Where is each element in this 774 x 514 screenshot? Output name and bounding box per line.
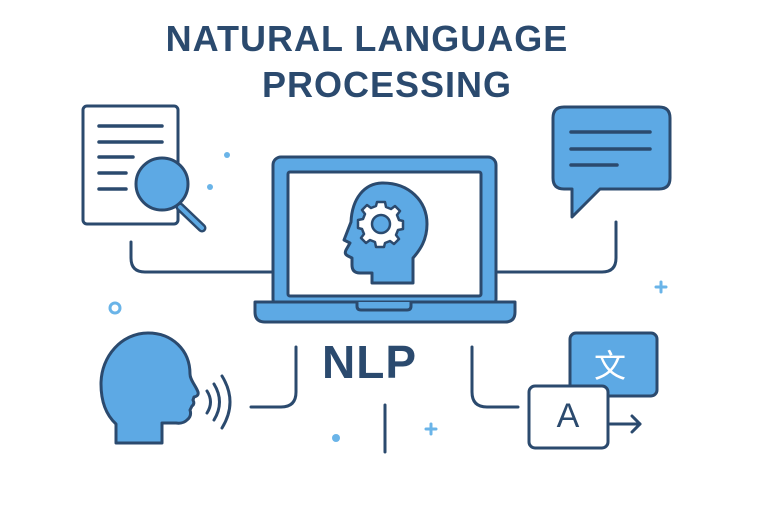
ring-decoration (108, 301, 122, 315)
laptop-ai-head-icon (253, 155, 517, 324)
speaking-head-icon (99, 331, 232, 445)
document-search-icon (81, 104, 207, 233)
plus-decoration (424, 422, 438, 436)
connector-laptop-translate (470, 345, 520, 409)
arrow-right-icon (608, 414, 642, 434)
connector-document-laptop (129, 240, 274, 274)
title-line-2: PROCESSING (261, 64, 513, 105)
connector-chat-laptop (496, 220, 618, 274)
title-line-1: NATURAL LANGUAGE (165, 18, 569, 59)
decorations (108, 152, 668, 442)
chat-bubble-icon (551, 105, 672, 219)
connector-laptop-speech (249, 345, 298, 409)
dot-decoration (224, 152, 230, 158)
plus-decoration (654, 280, 668, 294)
target-language-glyph: 文 (593, 347, 626, 385)
connector-lines (129, 220, 618, 454)
nlp-label: NLP (322, 336, 417, 388)
dot-decoration (207, 184, 213, 190)
dot-decoration (332, 434, 340, 442)
translate-icon (527, 331, 659, 450)
source-language-glyph: A (556, 397, 580, 435)
